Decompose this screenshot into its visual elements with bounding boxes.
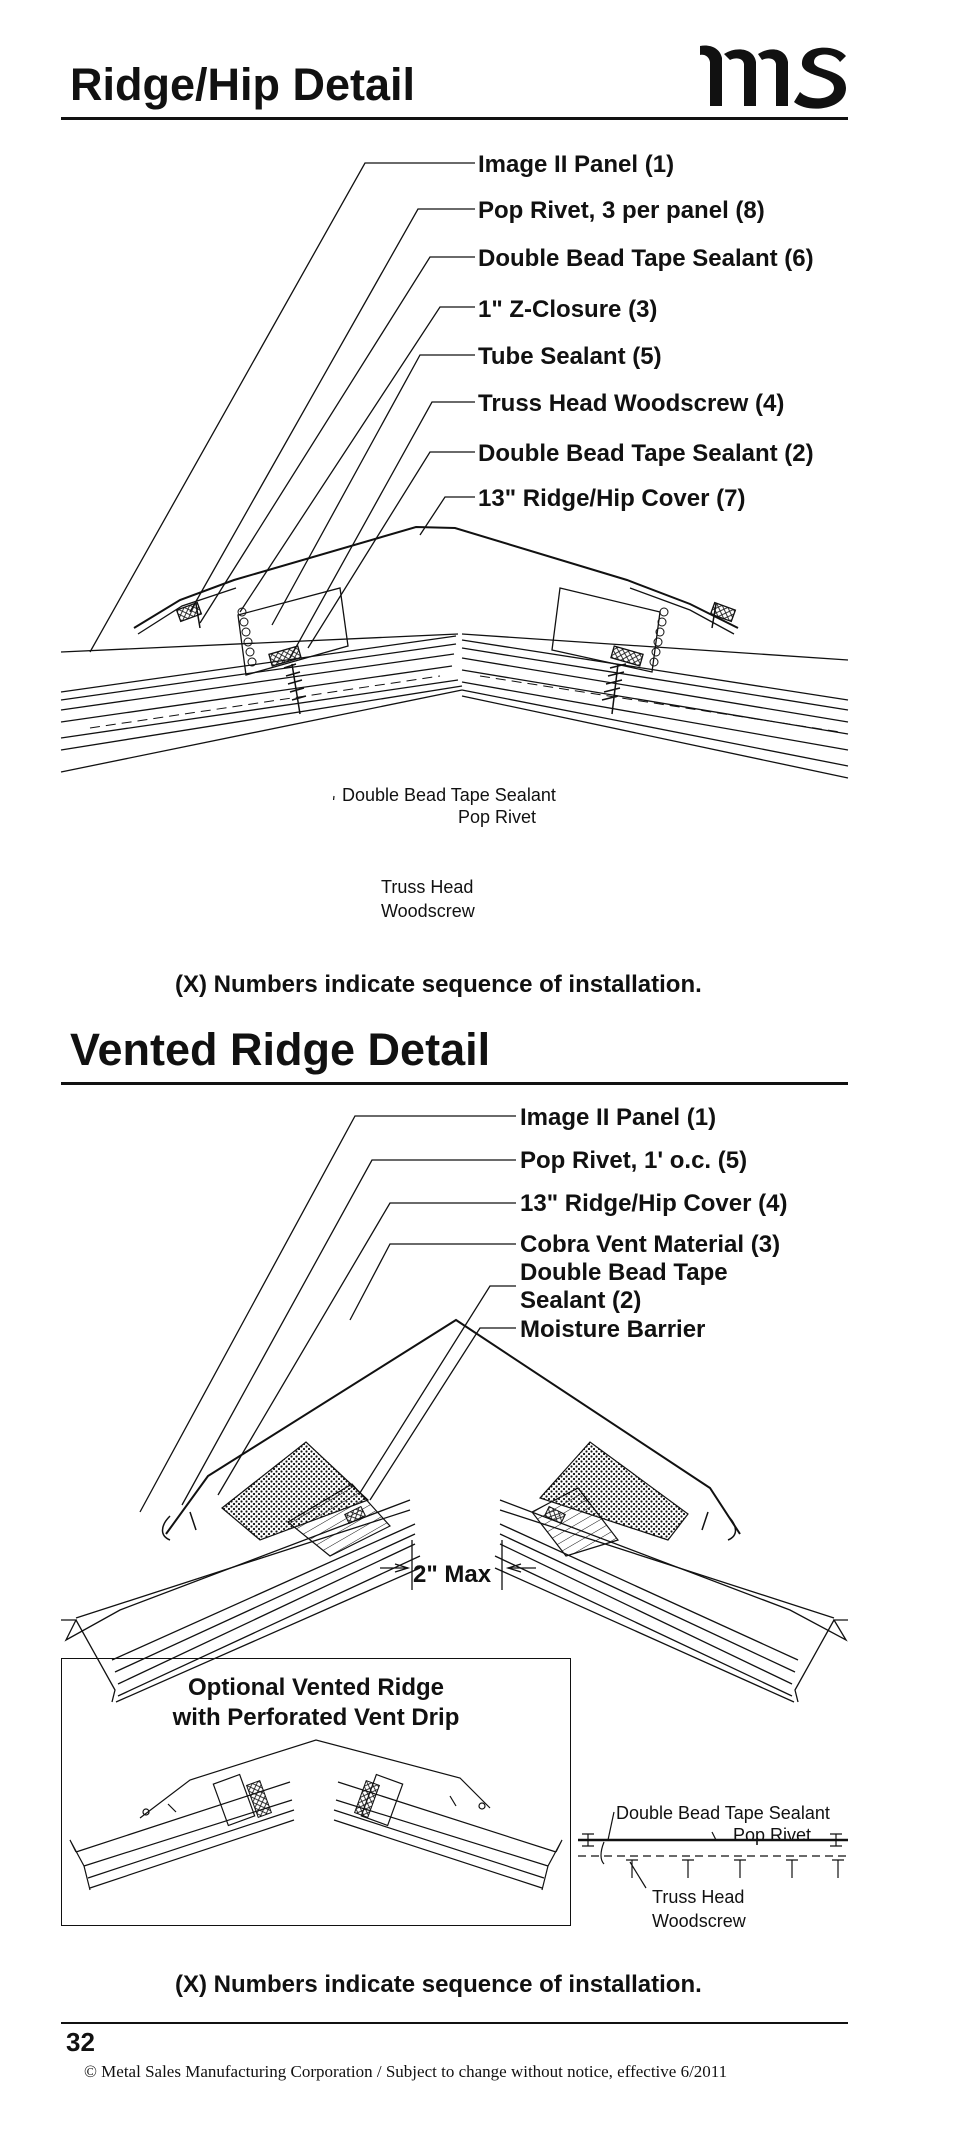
vented-callout-ridge-hip-cover: 13" Ridge/Hip Cover (4) <box>520 1190 788 1217</box>
vented-legend-screw-1: Truss Head <box>652 1887 745 1907</box>
callout-double-bead-tape-2: Double Bead Tape Sealant (2) <box>478 440 814 467</box>
vented-callout-double-bead-tape-2: Sealant (2) <box>520 1287 642 1314</box>
inset-title-line2: with Perforated Vent Drip <box>172 1704 460 1731</box>
vented-callout-pop-rivet: Pop Rivet, 1' o.c. (5) <box>520 1147 748 1174</box>
ridge-hip-sequence-note: (X) Numbers indicate sequence of install… <box>175 971 702 998</box>
callout-z-closure: 1" Z-Closure (3) <box>478 296 658 323</box>
vented-ridge-diagram <box>61 1115 848 1891</box>
callout-image-ii-panel: Image II Panel (1) <box>478 151 675 178</box>
copyright-footer: © Metal Sales Manufacturing Corporation … <box>84 2062 728 2081</box>
vented-ridge-title: Vented Ridge Detail <box>70 1024 491 1075</box>
vented-legend-rivet: Pop Rivet <box>733 1825 812 1845</box>
ridge-legend-screw-2: Woodscrew <box>381 901 475 921</box>
ridge-hip-diagram <box>60 162 849 800</box>
vented-legend-tape: Double Bead Tape Sealant <box>616 1803 830 1823</box>
vented-callout-double-bead-tape-1: Double Bead Tape <box>520 1259 728 1286</box>
vented-sequence-note: (X) Numbers indicate sequence of install… <box>175 1971 702 1998</box>
page-number: 32 <box>66 2027 95 2057</box>
vented-gap-label: 2" Max <box>413 1561 492 1588</box>
callout-tube-sealant: Tube Sealant (5) <box>478 343 662 370</box>
ms-logo-icon <box>700 45 846 109</box>
callout-ridge-hip-cover: 13" Ridge/Hip Cover (7) <box>478 485 746 512</box>
ridge-legend-rivet: Pop Rivet <box>458 807 537 827</box>
vented-callout-cobra-vent: Cobra Vent Material (3) <box>520 1231 781 1258</box>
ridge-hip-title: Ridge/Hip Detail <box>70 59 416 110</box>
vented-ridge-title-rule <box>61 1082 848 1085</box>
vented-callout-image-ii-panel: Image II Panel (1) <box>520 1104 717 1131</box>
callout-truss-head-woodscrew: Truss Head Woodscrew (4) <box>478 390 785 417</box>
ridge-legend-screw-1: Truss Head <box>381 877 474 897</box>
ridge-legend-tape: Double Bead Tape Sealant <box>342 785 556 805</box>
ridge-hip-title-rule <box>61 117 848 120</box>
callout-double-bead-tape-6: Double Bead Tape Sealant (6) <box>478 245 814 272</box>
callout-pop-rivet: Pop Rivet, 3 per panel (8) <box>478 197 765 224</box>
vented-callout-moisture-barrier: Moisture Barrier <box>520 1316 706 1343</box>
vented-legend-screw-2: Woodscrew <box>652 1911 746 1931</box>
optional-vented-ridge-inset: Optional Vented Ridge with Perforated Ve… <box>61 1658 571 1926</box>
inset-title-line1: Optional Vented Ridge <box>187 1674 445 1701</box>
footer-rule <box>61 2022 848 2024</box>
